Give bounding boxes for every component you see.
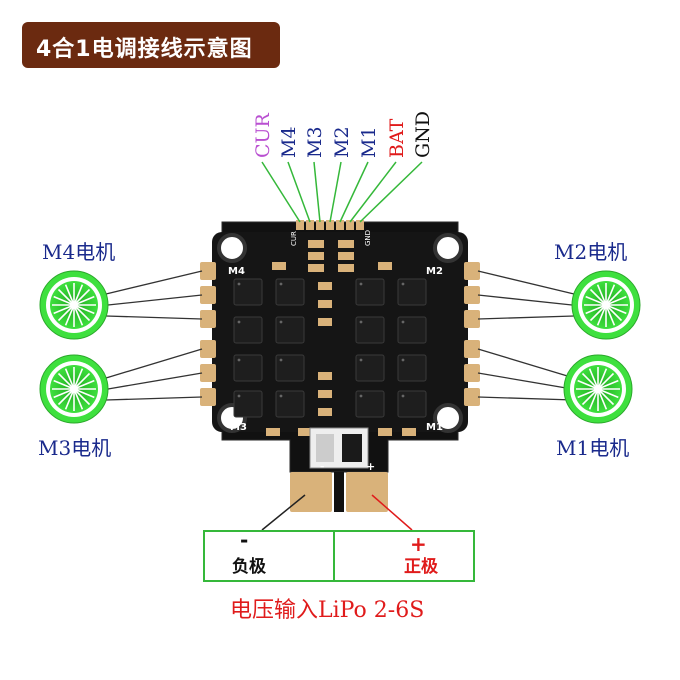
positive-label: 正极 — [404, 557, 438, 577]
board-label-m2: M2 — [426, 266, 443, 277]
esc-board — [200, 220, 480, 512]
board-label-cur: CUR — [290, 231, 298, 246]
board-label-m1: M1 — [426, 422, 443, 433]
signal-wires — [261, 161, 423, 223]
motor-m4 — [39, 270, 109, 340]
polarity-divider — [333, 532, 335, 580]
motor-m3 — [39, 354, 109, 424]
page-title: 4合1电调接线示意图 — [36, 37, 253, 62]
negative-leader — [261, 494, 306, 531]
motor-wires — [105, 270, 575, 401]
motor-m1 — [563, 354, 633, 424]
board-label-gnd: GND — [364, 230, 372, 246]
positive-symbol: + — [410, 532, 427, 556]
motor-label-m4: M4电机 — [42, 240, 116, 264]
motor-label-m2: M2电机 — [554, 240, 628, 264]
power-input-label: 电压输入LiPo 2-6S — [230, 598, 425, 623]
title-badge: 4合1电调接线示意图 — [22, 22, 280, 68]
negative-symbol: - — [240, 528, 249, 552]
motor-label-m1: M1电机 — [556, 436, 630, 460]
board-label-m4: M4 — [228, 266, 245, 277]
polarity-box — [203, 530, 475, 582]
negative-label: 负极 — [232, 557, 266, 577]
board-label-plus: + — [366, 460, 375, 473]
motor-label-m3: M3电机 — [38, 436, 112, 460]
motor-m2 — [571, 270, 641, 340]
positive-leader — [371, 494, 413, 531]
board-label-m3: M3 — [230, 422, 247, 433]
board-label-minus: - — [320, 460, 325, 473]
